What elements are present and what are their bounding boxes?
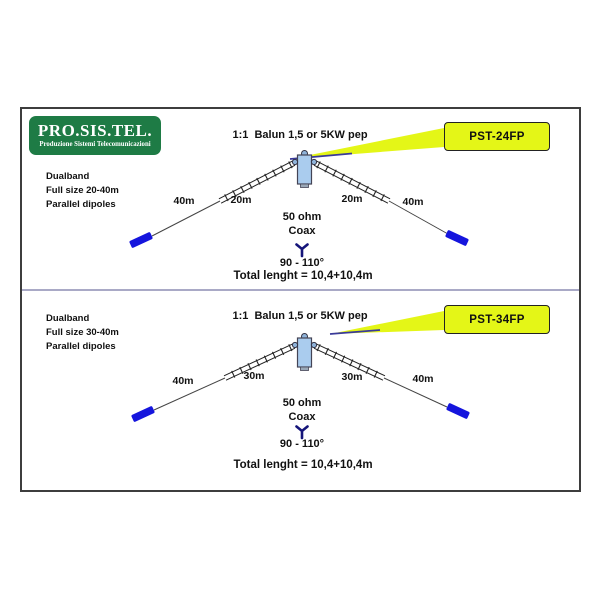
panel-divider	[22, 289, 579, 291]
ladder-rung	[271, 351, 277, 359]
segment-label-outer-left: 40m	[172, 375, 194, 387]
feed-impedance-bottom: 50 ohm	[282, 397, 322, 409]
ladder-rung	[316, 161, 321, 169]
info-line: Full size 20-40m	[46, 185, 119, 196]
ladder-rung	[332, 169, 337, 177]
insulator-icon	[131, 406, 155, 422]
info-line: Full size 30-40m	[46, 327, 119, 338]
ladder-rail	[218, 160, 294, 200]
ladder-rung	[340, 173, 345, 181]
ladder-rung	[231, 370, 236, 378]
ladder-rung	[232, 190, 237, 198]
ladder-rail	[313, 164, 389, 204]
apex-angle-icon	[295, 425, 309, 440]
logo: PRO.SIS.TEL. Produzione Sistemi Telecomu…	[29, 116, 161, 155]
insulator-icon	[446, 403, 470, 419]
balun-terminal-icon	[291, 158, 299, 166]
antenna-wire	[153, 377, 226, 411]
balun-label-top: 1:1 Balun 1,5 or 5KW pep	[232, 129, 368, 141]
apex-angle-top: 90 - 110°	[279, 257, 325, 269]
balun-terminal-icon	[310, 158, 318, 166]
total-length-top: Total lenght = 10,4+10,4m	[233, 270, 373, 282]
ladder-rung	[247, 363, 252, 371]
ladder-rung	[256, 177, 261, 185]
insulator-icon	[445, 230, 469, 246]
ladder-rail	[220, 164, 296, 204]
antenna-wire	[388, 200, 449, 235]
info-line: Dualband	[46, 171, 90, 182]
segment-label-inner-left: 20m	[230, 194, 252, 206]
ladder-rung	[349, 359, 354, 367]
ladder-rung	[373, 370, 378, 378]
balun-label-bottom: 1:1 Balun 1,5 or 5KW pep	[232, 310, 368, 322]
balun-connector	[300, 183, 309, 188]
balun-terminal-icon	[310, 341, 318, 349]
ladder-rung	[332, 351, 338, 359]
apex-angle-icon	[295, 243, 309, 258]
ladder-rung	[288, 344, 293, 352]
ladder-rung	[324, 165, 329, 173]
segment-label-inner-right: 30m	[341, 371, 363, 383]
segment-label-outer-right: 40m	[402, 196, 424, 208]
ladder-rung	[248, 181, 253, 189]
logo-title: PRO.SIS.TEL.	[37, 121, 153, 140]
feed-line-bottom: Coax	[288, 411, 316, 423]
diagram-frame: PRO.SIS.TEL. Produzione Sistemi Telecomu…	[20, 107, 581, 492]
ladder-rung	[272, 169, 277, 177]
ladder-rung	[365, 366, 370, 374]
ladder-rung	[316, 344, 321, 352]
insulator-icon	[129, 232, 153, 248]
model-callout-bottom: PST-34FP	[444, 305, 550, 334]
callout-pointer-tip	[329, 329, 381, 335]
antenna-diagrams	[129, 128, 470, 440]
callout-pointer	[290, 128, 444, 159]
feed-impedance-top: 50 ohm	[282, 211, 322, 223]
info-line: Parallel dipoles	[46, 341, 116, 352]
segment-label-inner-left: 30m	[243, 370, 265, 382]
ladder-rung	[380, 194, 385, 202]
ladder-rung	[264, 173, 269, 181]
ladder-rung	[364, 185, 369, 194]
antenna-wire	[151, 200, 221, 237]
logo-subtitle: Produzione Sistemi Telecomunicazioni	[39, 141, 151, 148]
ladder-rung	[255, 359, 260, 367]
callout-pointer	[330, 311, 444, 334]
info-line: Dualband	[46, 313, 90, 324]
ladder-rail	[315, 160, 391, 200]
balun-body	[296, 337, 313, 368]
ladder-rung	[280, 347, 285, 356]
info-block-top: Dualband Full size 20-40m Parallel dipol…	[46, 170, 119, 212]
balun-body	[296, 154, 313, 185]
balun-connector	[300, 366, 309, 371]
model-name: PST-24FP	[469, 130, 525, 143]
ladder-rung	[239, 366, 244, 374]
total-length-bottom: Total lenght = 10,4+10,4m	[233, 459, 373, 471]
ladder-rung	[324, 347, 329, 356]
model-name: PST-34FP	[469, 313, 525, 326]
apex-angle-bottom: 90 - 110°	[279, 438, 325, 450]
segment-label-inner-right: 20m	[341, 193, 363, 205]
balun-terminal-icon	[291, 341, 299, 349]
info-block-bottom: Dualband Full size 30-40m Parallel dipol…	[46, 312, 119, 354]
ladder-rung	[240, 185, 245, 194]
ladder-rung	[280, 165, 285, 173]
segment-label-outer-left: 40m	[173, 195, 195, 207]
segment-label-outer-right: 40m	[412, 373, 434, 385]
antenna-wire	[383, 377, 448, 408]
info-line: Parallel dipoles	[46, 199, 116, 210]
ladder-rung	[224, 194, 229, 202]
ladder-rung	[263, 355, 268, 363]
ladder-rung	[348, 177, 353, 185]
ladder-rung	[288, 161, 293, 169]
ladder-rung	[356, 181, 361, 189]
model-callout-top: PST-24FP	[444, 122, 550, 151]
feed-line-top: Coax	[288, 225, 316, 237]
ladder-rung	[357, 363, 362, 371]
ladder-rung	[372, 190, 377, 198]
ladder-rung	[341, 355, 346, 363]
